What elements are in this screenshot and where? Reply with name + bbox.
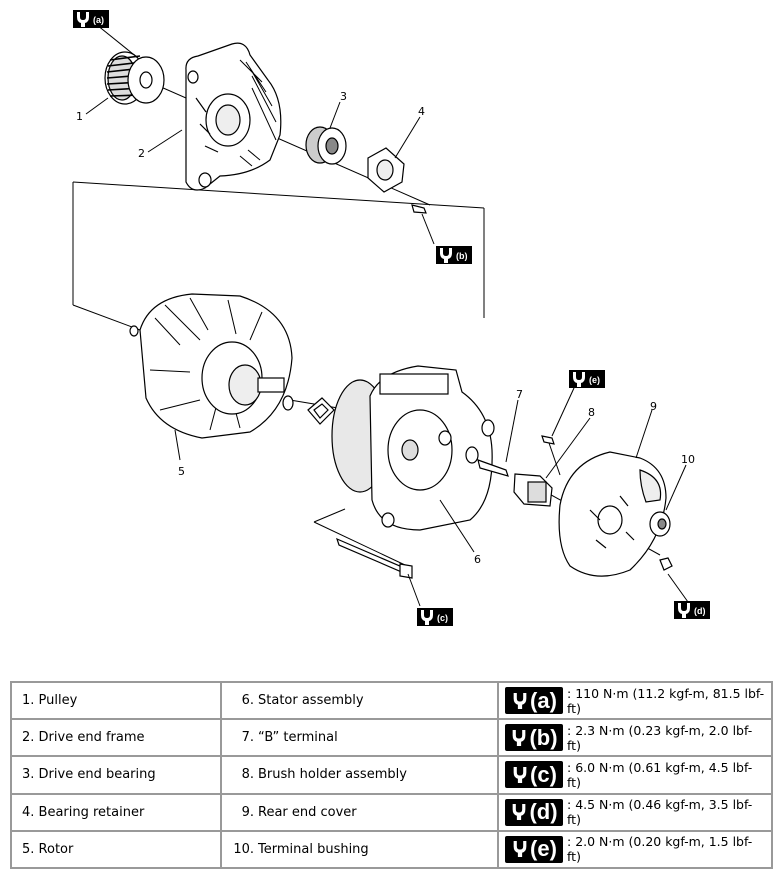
- torque-letter: (a): [530, 687, 557, 713]
- callout-1: 1: [76, 110, 83, 123]
- bolt-b-part: [411, 204, 427, 214]
- torque-wrench-icon: [513, 767, 527, 783]
- legend-torque-cell: (e) : 2.0 N·m (0.20 kgf-m, 1.5 lbf-ft): [497, 829, 773, 870]
- legend-part-mid: 7.“B” terminal: [220, 718, 499, 758]
- bearing-retainer-part: [367, 147, 405, 193]
- torque-badge-d: (d): [674, 601, 710, 619]
- terminal-bushing-part: [649, 511, 671, 537]
- through-bolt-part: [336, 537, 413, 579]
- torque-wrench-icon: [513, 841, 527, 858]
- brush-holder-part: [513, 473, 553, 507]
- drive-end-bearing-part: [305, 126, 347, 165]
- legend-part-name: Rear end cover: [258, 804, 357, 820]
- callout-4: 4: [418, 105, 425, 118]
- callout-3: 3: [340, 90, 347, 103]
- exploded-diagram: 1 2 3 4 5 6 7 8 9 10 (a) (b) (c) (d) (e): [72, 10, 710, 626]
- legend-torque-cell: (d) : 4.5 N·m (0.46 kgf-m, 3.5 lbf-ft): [497, 792, 773, 832]
- legend-torque-cell: (a) : 110 N·m (11.2 kgf-m, 81.5 lbf-ft): [497, 680, 773, 721]
- callout-8: 8: [588, 406, 595, 419]
- legend-part-name: “B” terminal: [258, 730, 338, 746]
- nut-d-part: [659, 557, 673, 571]
- torque-badge-c: (c): [417, 608, 453, 626]
- legend-part-mid: 10.Terminal bushing: [220, 829, 499, 870]
- torque-letter: (d): [529, 799, 558, 825]
- legend-part-left: 1. Pulley: [10, 680, 222, 721]
- legend-part-name: Terminal bushing: [258, 841, 369, 857]
- legend-part-number: 7.: [241, 730, 254, 746]
- torque-wrench-icon: [513, 729, 526, 746]
- rotor-part: [129, 293, 294, 439]
- torque-spec-badge: (a): [505, 687, 563, 715]
- legend-part-name: Brush holder assembly: [258, 767, 407, 783]
- torque-spec-badge: (d): [505, 798, 563, 826]
- torque-value: : 110 N·m (11.2 kgf-m, 81.5 lbf-ft): [567, 685, 765, 716]
- legend-part-left: 2. Drive end frame: [10, 718, 222, 758]
- callout-2: 2: [138, 147, 145, 160]
- svg-text:(c): (c): [437, 613, 448, 623]
- svg-text:(a): (a): [93, 15, 104, 25]
- callout-5: 5: [178, 465, 185, 478]
- svg-text:(d): (d): [694, 606, 706, 616]
- callout-10: 10: [681, 453, 695, 466]
- pulley-part: [104, 51, 165, 105]
- svg-text:(e): (e): [589, 375, 600, 385]
- drive-end-frame-part: [185, 42, 282, 191]
- torque-spec-badge: (e): [505, 835, 563, 863]
- torque-value: : 4.5 N·m (0.46 kgf-m, 3.5 lbf-ft): [567, 797, 753, 828]
- torque-value: : 2.0 N·m (0.20 kgf-m, 1.5 lbf-ft): [567, 834, 753, 865]
- torque-spec-badge: (c): [505, 761, 563, 789]
- torque-wrench-icon: [513, 804, 526, 821]
- torque-letter: (e): [530, 836, 557, 862]
- legend-part-left: 4. Bearing retainer: [10, 792, 222, 832]
- torque-badge-a: (a): [73, 10, 109, 28]
- torque-letter: (c): [530, 761, 557, 787]
- torque-spec-badge: (b): [505, 724, 563, 752]
- legend-part-mid: 9.Rear end cover: [220, 792, 499, 832]
- callout-6: 6: [474, 553, 481, 566]
- legend-part-mid: 6.Stator assembly: [220, 680, 499, 721]
- torque-badge-b: (b): [436, 246, 472, 264]
- legend-part-mid: 8.Brush holder assembly: [220, 755, 499, 795]
- legend-torque-cell: (c) : 6.0 N·m (0.61 kgf-m, 4.5 lbf-ft): [497, 755, 773, 795]
- svg-text:(b): (b): [456, 251, 468, 261]
- screw-e-part: [541, 435, 555, 445]
- legend-part-left: 3. Drive end bearing: [10, 755, 222, 795]
- torque-wrench-icon: [513, 692, 527, 709]
- legend-part-number: 9.: [241, 804, 254, 820]
- callout-7: 7: [516, 388, 523, 401]
- legend-part-number: 8.: [241, 767, 254, 783]
- legend-part-number: 10.: [233, 841, 254, 857]
- torque-value: : 6.0 N·m (0.61 kgf-m, 4.5 lbf-ft): [567, 759, 753, 790]
- legend-part-left: 5. Rotor: [10, 829, 222, 870]
- legend-torque-cell: (b) : 2.3 N·m (0.23 kgf-m, 2.0 lbf-ft): [497, 718, 773, 758]
- stator-assembly-part: [331, 365, 509, 531]
- rear-end-cover-part: [558, 451, 667, 577]
- rotor-bearing-ring: [307, 397, 335, 425]
- torque-value: : 2.3 N·m (0.23 kgf-m, 2.0 lbf-ft): [567, 722, 753, 753]
- callout-9: 9: [650, 400, 657, 413]
- leader-lines: [85, 24, 689, 607]
- torque-badge-e: (e): [569, 370, 605, 388]
- torque-letter: (b): [529, 724, 558, 750]
- legend-part-number: 6.: [241, 693, 254, 709]
- legend-part-name: Stator assembly: [258, 693, 364, 709]
